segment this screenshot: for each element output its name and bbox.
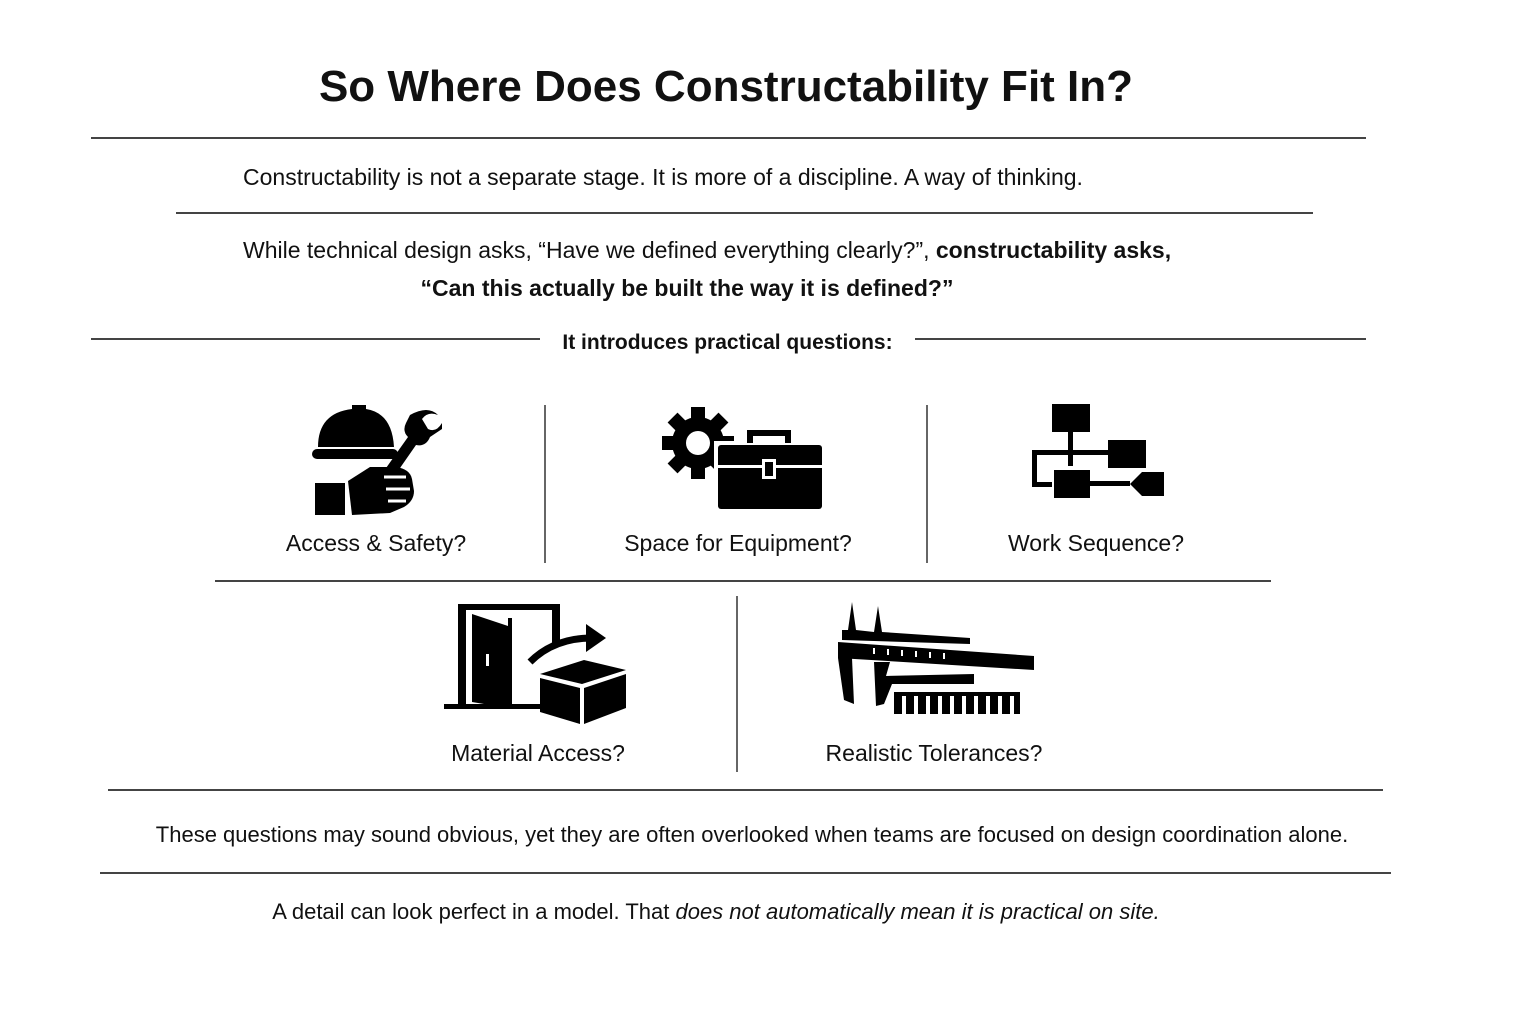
hard-hat-wrench-icon: [312, 405, 442, 515]
divider: [176, 212, 1313, 214]
section-label: It introduces practical questions:: [562, 331, 893, 354]
caliper-icon: [838, 602, 1034, 714]
closing-part2: does not automatically mean it is practi…: [675, 899, 1160, 924]
question-label-material-access: Material Access?: [451, 740, 625, 766]
note-text: These questions may sound obvious, yet t…: [155, 822, 1349, 847]
closing-part1: A detail can look perfect in a model. Th…: [272, 899, 670, 924]
divider: [736, 596, 738, 772]
intro-text: Constructability is not a separate stage…: [243, 164, 1083, 190]
divider: [91, 338, 540, 340]
divider: [91, 137, 1366, 139]
comparison-question: “Can this actually be built the way it i…: [420, 275, 954, 301]
divider: [100, 872, 1391, 874]
flowchart-icon: [1032, 404, 1164, 498]
comparison-part1: While technical design asks, “Have we de…: [243, 237, 930, 263]
question-label-realistic-tolerances: Realistic Tolerances?: [825, 740, 1043, 766]
comparison-text: While technical design asks, “Have we de…: [243, 237, 1171, 264]
divider: [915, 338, 1366, 340]
question-label-space-equipment: Space for Equipment?: [624, 530, 852, 556]
divider: [215, 580, 1271, 582]
comparison-part2: constructability asks,: [935, 237, 1172, 263]
door-box-icon: [444, 604, 626, 724]
question-label-access-safety: Access & Safety?: [285, 530, 467, 556]
divider: [108, 789, 1383, 791]
divider: [926, 405, 928, 563]
page-title: So Where Does Constructability Fit In?: [318, 62, 1134, 111]
question-label-work-sequence: Work Sequence?: [1007, 530, 1184, 556]
divider: [544, 405, 546, 563]
gear-toolbox-icon: [662, 407, 826, 509]
closing-text: A detail can look perfect in a model. Th…: [0, 899, 1432, 925]
